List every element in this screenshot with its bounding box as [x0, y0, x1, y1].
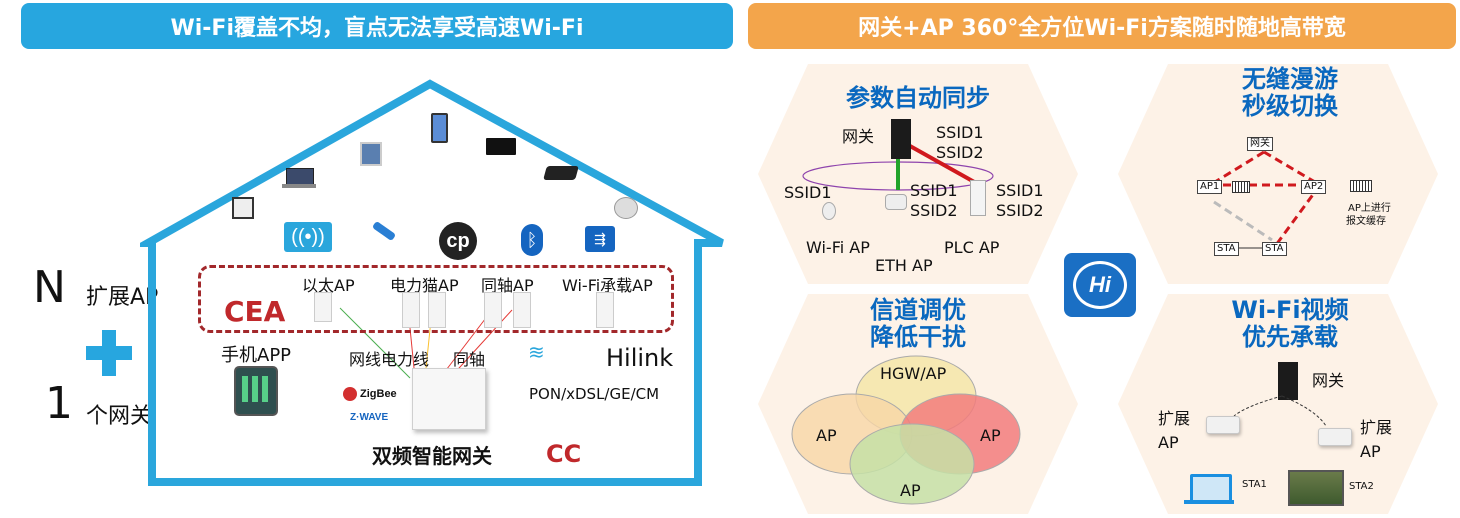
- channel-ap-left: AP: [816, 426, 837, 445]
- sync-eth-ap-label: ETH AP: [875, 256, 933, 275]
- video-ext-right-2: AP: [1360, 442, 1381, 461]
- uplink-label: PON/xDSL/GE/CM: [529, 385, 660, 403]
- video-sta1: STA1: [1242, 479, 1267, 490]
- tv-icon: [486, 138, 516, 155]
- sync-ssid1: SSID1: [936, 123, 984, 142]
- sensor-icon: [614, 197, 638, 219]
- plc-ap-device-2: [428, 292, 446, 328]
- right-banner-title: 网关+AP 360°全方位Wi-Fi方案随时随地高带宽: [858, 16, 1346, 41]
- roam-ap1: AP1: [1197, 180, 1223, 194]
- roam-ap2: AP2: [1301, 180, 1327, 194]
- phone-icon: [431, 113, 448, 143]
- video-tv-icon: [1288, 470, 1344, 506]
- plc-ap-device-1: [402, 292, 420, 328]
- sync-eth-ssid1: SSID1: [910, 181, 958, 200]
- video-title-line1: Wi-Fi视频: [1231, 296, 1349, 324]
- sync-wifi-ap-label: Wi-Fi AP: [806, 238, 870, 257]
- sync-plc-ssid1: SSID1: [996, 181, 1044, 200]
- video-gateway-label: 网关: [1312, 371, 1345, 390]
- settop-box-icon: [543, 166, 579, 180]
- wire-label: 网线电力线: [349, 350, 430, 369]
- video-title-line2: 优先承载: [1242, 323, 1338, 351]
- gateway-label: 双频智能网关: [372, 444, 492, 468]
- wifi-ap-device: [596, 292, 614, 328]
- usb-icon: ⇶: [585, 226, 615, 252]
- hilink-logo-text: Hi: [1073, 261, 1127, 309]
- channel-venn: [791, 355, 1021, 505]
- roam-title-line1: 无缝漫游: [1242, 65, 1338, 93]
- sync-ssid1-left: SSID1: [784, 183, 832, 202]
- sync-plc-ap-label: PLC AP: [944, 238, 1000, 257]
- n-text: 扩展AP: [86, 285, 159, 310]
- channel-ap-bottom: AP: [900, 481, 921, 500]
- cc-label: CC: [546, 440, 582, 468]
- sync-gateway-device: [891, 119, 911, 159]
- wifi-card-icon: ((•)): [284, 222, 332, 252]
- video-sta2: STA2: [1349, 481, 1374, 492]
- roam-ap2-icon: [1350, 180, 1372, 192]
- zigbee-text: ZigBee: [360, 388, 397, 400]
- hilink-logo: Hi: [1064, 253, 1136, 317]
- right-banner: 网关+AP 360°全方位Wi-Fi方案随时随地高带宽: [748, 3, 1456, 49]
- phone-app-icon: [234, 366, 278, 416]
- sync-wifi-ap-device: [822, 202, 836, 220]
- one-letter: 1: [45, 378, 73, 429]
- plc-ap-label: 电力猫AP: [390, 276, 459, 295]
- roam-note-line1: AP上进行: [1348, 203, 1391, 214]
- channel-title-line1: 信道调优: [870, 296, 966, 324]
- hilink-label: Hilink: [606, 344, 674, 372]
- sync-plc-ap-device: [970, 180, 986, 216]
- roam-title-line2: 秒级切换: [1242, 92, 1338, 120]
- left-banner-title: Wi-Fi覆盖不均，盲点无法享受高速Wi-Fi: [170, 16, 584, 41]
- video-ext-right-1: 扩展: [1360, 418, 1393, 437]
- channel-hgw: HGW/AP: [880, 364, 947, 383]
- coax-ap-label: 同轴AP: [481, 276, 534, 295]
- imac-icon: [360, 142, 382, 166]
- zwave-logo: Z·WAVE: [350, 412, 410, 430]
- left-banner: Wi-Fi覆盖不均，盲点无法享受高速Wi-Fi: [21, 3, 733, 49]
- coax-logo-icon: cp: [439, 222, 477, 260]
- channel-ap-right: AP: [980, 426, 1001, 445]
- tablet-icon: [232, 197, 254, 219]
- sync-eth-ap-device: [885, 194, 907, 210]
- coax-label: 同轴: [453, 350, 486, 369]
- coax-ap-device-2: [513, 292, 531, 328]
- cea-label: CEA: [224, 295, 286, 328]
- wifi-signal-icon: ≋: [528, 342, 545, 364]
- roam-ap1-icon: [1232, 181, 1250, 193]
- eth-ap-device: [314, 292, 332, 322]
- sync-eth-ssid2: SSID2: [910, 201, 958, 220]
- video-ext-left-2: AP: [1158, 433, 1179, 452]
- zigbee-logo: ZigBee: [343, 384, 403, 404]
- gateway-device: [412, 368, 486, 430]
- video-links: [1233, 395, 1327, 427]
- laptop-base: [282, 184, 316, 188]
- video-ext-left-1: 扩展: [1158, 409, 1191, 428]
- channel-title-line2: 降低干扰: [870, 323, 966, 351]
- video-ext-ap-left-device: [1206, 416, 1240, 434]
- coax-ap-device-1: [484, 292, 502, 328]
- video-gateway-device: [1278, 362, 1298, 400]
- one-text: 个网关: [86, 404, 153, 429]
- roam-sta-to: STA: [1262, 242, 1287, 256]
- sync-ssid2: SSID2: [936, 143, 984, 162]
- wifi-ap-label: Wi-Fi承载AP: [562, 276, 653, 295]
- video-laptop-base: [1184, 500, 1234, 504]
- cea-zone: [198, 265, 674, 333]
- roam-sta-from: STA: [1214, 242, 1239, 256]
- roam-note-line2: 报文缓存: [1346, 216, 1386, 227]
- bluetooth-icon: ᛒ: [521, 224, 543, 256]
- app-label: 手机APP: [221, 345, 292, 366]
- roam-gateway: 网关: [1247, 137, 1273, 151]
- sync-title: 参数自动同步: [846, 84, 990, 112]
- sync-gateway-label: 网关: [842, 127, 875, 146]
- sync-plc-ssid2: SSID2: [996, 201, 1044, 220]
- video-ext-ap-right-device: [1318, 428, 1352, 446]
- zwave-text: Z·WAVE: [350, 412, 389, 423]
- plus-icon: [86, 330, 132, 376]
- eth-ap-label: 以太AP: [302, 276, 355, 295]
- n-letter: N: [33, 262, 66, 313]
